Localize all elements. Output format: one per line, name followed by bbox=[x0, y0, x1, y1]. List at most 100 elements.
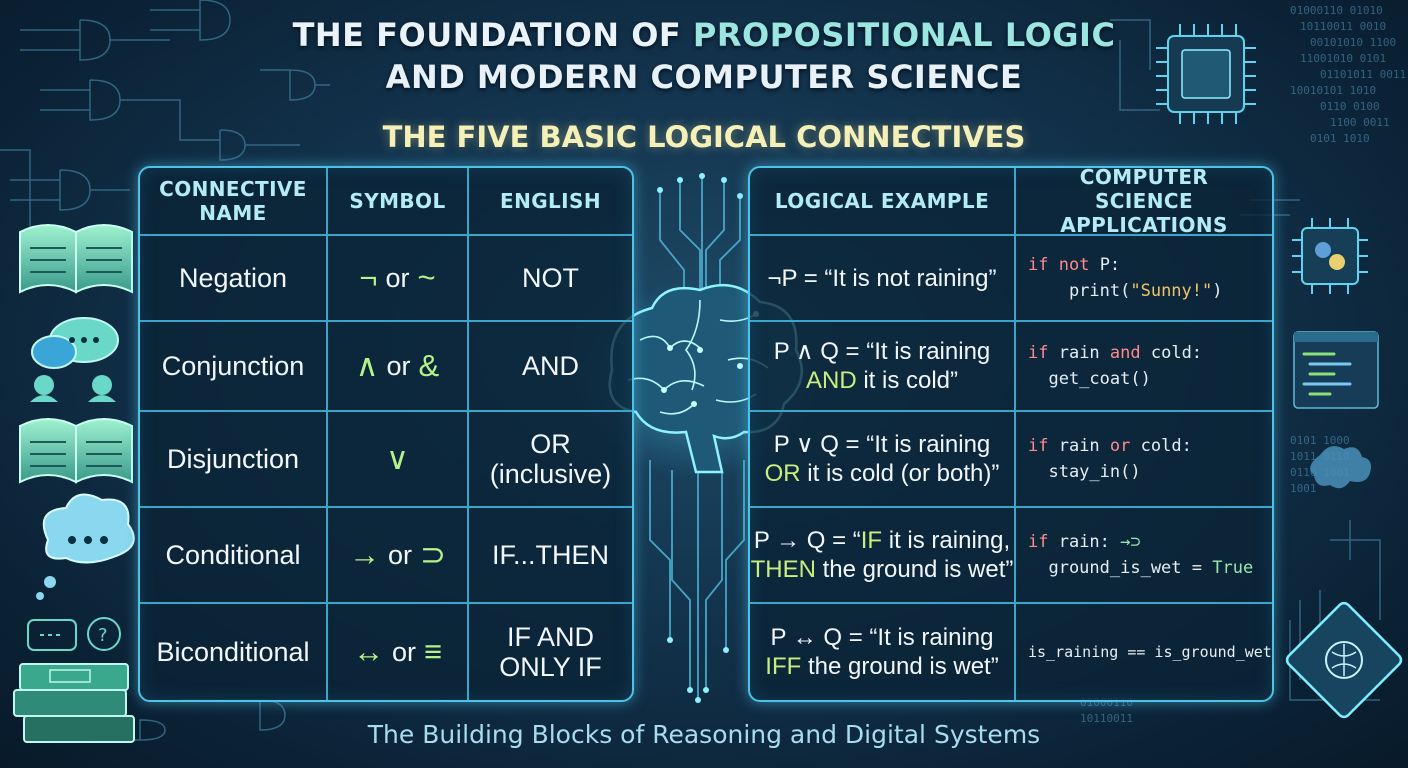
symbol-equiv: ≡ bbox=[423, 634, 443, 669]
row-disjunction-english: OR (inclusive) bbox=[469, 412, 632, 506]
code-text: ground_is_wet = bbox=[1028, 558, 1213, 578]
subtitle: THE FIVE BASIC LOGICAL CONNECTIVES bbox=[382, 120, 1026, 154]
connectives-table-right: LOGICAL EXAMPLE COMPUTER SCIENCE APPLICA… bbox=[748, 166, 1274, 702]
example-keyword: AND bbox=[805, 367, 857, 394]
svg-text:0110 0100: 0110 0100 bbox=[1320, 100, 1380, 113]
english-inclusive: (inclusive) bbox=[489, 459, 612, 489]
row-conjunction-name: Conjunction bbox=[161, 351, 305, 381]
header-connective-name: CONNECTIVE NAME bbox=[159, 177, 307, 225]
symbol-arrow: → bbox=[349, 537, 380, 572]
row-conditional-symbol: → or⊃ bbox=[328, 508, 467, 602]
english-if-and: IF AND bbox=[506, 622, 594, 652]
example-text: it is cold” bbox=[856, 367, 959, 394]
svg-text:01101011 0011: 01101011 0011 bbox=[1320, 68, 1406, 81]
code-line: stay_in() bbox=[1028, 462, 1141, 482]
row-conditional-name: Conditional bbox=[165, 540, 301, 570]
symbol-not: ¬ bbox=[359, 260, 378, 295]
svg-text:1100 0011: 1100 0011 bbox=[1330, 116, 1390, 129]
example-keyword: OR bbox=[764, 460, 801, 487]
symbol-or: ∨ bbox=[386, 441, 409, 476]
code-line: if not P: bbox=[1028, 252, 1272, 278]
code-text: P: bbox=[1089, 255, 1121, 275]
header-english: ENGLISH bbox=[500, 189, 601, 213]
svg-text:?: ? bbox=[98, 625, 108, 646]
code-text: print( bbox=[1028, 281, 1131, 301]
symbol-or-text: or bbox=[385, 263, 410, 293]
row-biconditional-english: IF AND ONLY IF bbox=[469, 604, 632, 700]
header-logical-example: LOGICAL EXAMPLE bbox=[774, 189, 990, 213]
english-only-if: ONLY IF bbox=[499, 652, 602, 682]
example-negation: ¬P = “It is not raining” bbox=[767, 264, 997, 292]
row-conjunction-english: AND bbox=[521, 351, 579, 381]
row-negation-english: NOT bbox=[522, 263, 579, 293]
svg-text:0101 1000: 0101 1000 bbox=[1290, 434, 1350, 447]
row-negation-symbol: ¬or~ bbox=[328, 236, 467, 320]
symbol-or-text: or bbox=[391, 637, 416, 667]
code-biconditional: is_raining == is_ground_wet bbox=[1028, 604, 1272, 700]
example-line1: P ∧ Q = “It is raining bbox=[773, 338, 991, 365]
code-text: rain bbox=[1048, 436, 1110, 456]
header-symbol: SYMBOL bbox=[349, 189, 446, 213]
code-text: cold: bbox=[1130, 436, 1192, 456]
open-book-icon bbox=[19, 224, 133, 294]
code-keyword: if bbox=[1028, 436, 1049, 456]
tagline: The Building Blocks of Reasoning and Dig… bbox=[367, 720, 1041, 749]
example-line1: P ∨ Q = “It is raining bbox=[773, 431, 991, 458]
svg-text:1001: 1001 bbox=[1290, 482, 1317, 495]
code-conditional: if rain: →⊃ ground_is_wet = True bbox=[1028, 508, 1272, 602]
example-text: it is cold (or both)” bbox=[800, 460, 1000, 487]
example-line2: OR it is cold (or both)” bbox=[765, 459, 1000, 488]
code-disjunction: if rain or cold: stay_in() bbox=[1028, 412, 1272, 506]
symbol-or-text: or bbox=[388, 540, 413, 570]
row-disjunction-name: Disjunction bbox=[166, 444, 300, 474]
title-part-a: THE FOUNDATION OF bbox=[292, 16, 693, 54]
symbol-tilde: ~ bbox=[417, 260, 436, 295]
code-negation: if not P: print("Sunny!") bbox=[1028, 236, 1272, 320]
symbol-horseshoe: ⊃ bbox=[420, 537, 446, 572]
symbol-ampersand: & bbox=[418, 348, 440, 383]
example-line2: AND it is cold” bbox=[806, 366, 958, 395]
code-keyword: and bbox=[1109, 343, 1141, 363]
symbol-double-arrow: ↔ bbox=[352, 634, 384, 669]
example-text: the ground is wet” bbox=[815, 556, 1014, 583]
example-text: P → Q = “ bbox=[753, 527, 861, 554]
example-line1: P → Q = “IF it is raining, bbox=[754, 526, 1010, 555]
row-conditional-english: IF...THEN bbox=[491, 540, 609, 570]
code-line: if rain and cold: bbox=[1028, 340, 1272, 366]
svg-text:00101010 1100: 00101010 1100 bbox=[1310, 36, 1396, 49]
english-or: OR bbox=[530, 429, 571, 459]
main-title-line1: THE FOUNDATION OF PROPOSITIONAL LOGIC bbox=[0, 16, 1408, 54]
example-conjunction: P ∧ Q = “It is raining AND it is cold” bbox=[750, 322, 1014, 410]
svg-text:10110011 0010: 10110011 0010 bbox=[1300, 20, 1386, 33]
code-symbol: →⊃ bbox=[1109, 532, 1141, 552]
header-cs-applications: COMPUTER SCIENCE APPLICATIONS bbox=[1060, 166, 1228, 237]
example-line2: IFF the ground is wet” bbox=[765, 652, 998, 681]
code-true: True bbox=[1212, 558, 1254, 578]
example-text: the ground is wet” bbox=[801, 653, 999, 680]
symbol-and: ∧ bbox=[355, 348, 379, 383]
main-title-line2: AND MODERN COMPUTER SCIENCE bbox=[385, 58, 1023, 96]
example-keyword: IF bbox=[860, 527, 883, 554]
example-line2: THEN the ground is wet” bbox=[751, 555, 1014, 584]
example-disjunction: P ∨ Q = “It is raining OR it is cold (or… bbox=[750, 412, 1014, 506]
example-biconditional: P ↔ Q = “It is raining IFF the ground is… bbox=[750, 604, 1014, 700]
code-string: "Sunny!" bbox=[1130, 281, 1213, 301]
code-line: ground_is_wet = True bbox=[1028, 555, 1272, 581]
code-keyword: if bbox=[1028, 532, 1049, 552]
row-negation-name: Negation bbox=[178, 263, 288, 293]
code-keyword: or bbox=[1109, 436, 1131, 456]
svg-text:11001010 0101: 11001010 0101 bbox=[1300, 52, 1386, 65]
row-biconditional-symbol: ↔or≡ bbox=[328, 604, 467, 700]
row-conjunction-symbol: ∧or& bbox=[328, 322, 467, 410]
code-line: get_coat() bbox=[1028, 369, 1151, 389]
code-conjunction: if rain and cold: get_coat() bbox=[1028, 322, 1272, 410]
code-keyword: if bbox=[1028, 255, 1049, 275]
example-keyword: THEN bbox=[750, 556, 816, 583]
code-text: rain bbox=[1048, 343, 1110, 363]
example-text: it is raining, bbox=[882, 527, 1011, 554]
code-line: is_raining == is_ground_wet bbox=[1028, 643, 1272, 661]
code-line: if rain: →⊃ bbox=[1028, 529, 1272, 555]
code-text: ) bbox=[1212, 281, 1223, 301]
row-biconditional-name: Biconditional bbox=[156, 637, 310, 667]
title-part-b: PROPOSITIONAL LOGIC bbox=[692, 16, 1116, 54]
